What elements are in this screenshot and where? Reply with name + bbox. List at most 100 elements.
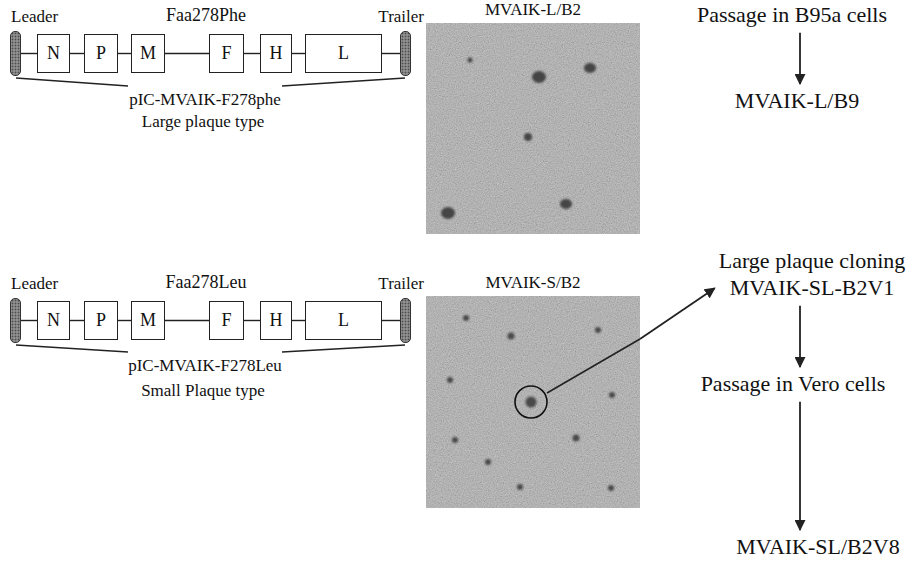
terminal-cap: Trailer: [400, 31, 411, 76]
plaque-photo: MVAIK-S/B2: [426, 296, 640, 508]
plaque: [584, 63, 596, 73]
node-text: F: [221, 310, 231, 331]
plaque: [560, 199, 572, 209]
genome-line: [70, 53, 84, 54]
plaque: [595, 327, 601, 333]
genome-line: [21, 53, 37, 54]
gene-box: P: [84, 301, 118, 340]
plaque: [441, 207, 455, 219]
gene-box: F: [209, 34, 244, 73]
gene-box: N: [37, 301, 70, 340]
genome-line: [165, 53, 209, 54]
step-label: MVAIK-L/B9: [735, 88, 859, 115]
photo-grain: [426, 23, 640, 234]
plaque: [573, 435, 580, 442]
node-text: L: [338, 310, 349, 331]
genome-line: [244, 320, 260, 321]
node-text: F: [221, 43, 231, 64]
genome-line: [118, 53, 131, 54]
node-text: Trailer: [378, 274, 424, 294]
gene-box: L: [305, 34, 382, 73]
gene-box: P: [84, 34, 118, 73]
mutation-label: Faa278Phe: [165, 5, 247, 27]
bracket-line: [282, 345, 405, 352]
plaque: [468, 58, 473, 63]
gene-box: N: [37, 34, 70, 73]
bracket-line: [282, 78, 405, 86]
plaque: [447, 377, 453, 383]
step-label: Passage in Vero cells: [701, 371, 886, 398]
plaque: [524, 133, 532, 141]
gene-box: M: [131, 34, 165, 73]
node-text: H: [270, 43, 283, 64]
plaque: [609, 392, 615, 398]
node-text: H: [270, 310, 283, 331]
node-text: N: [47, 310, 60, 331]
plaque: [508, 333, 515, 340]
photo-ground: [426, 23, 640, 234]
plaque: [608, 485, 614, 491]
node-text: Passage in B95a cells: [697, 2, 887, 29]
plasmid-label: pIC-MVAIK-F278Leu: [128, 356, 282, 376]
photo-ground: [426, 296, 640, 508]
node-text: P: [96, 43, 106, 64]
bracket-lines: [16, 78, 405, 352]
plaques: [447, 315, 615, 491]
plaque: [532, 71, 546, 83]
genome-line: [70, 320, 84, 321]
bracket-line: [16, 78, 128, 86]
plasmid-label: pIC-MVAIK-F278phe: [129, 90, 281, 110]
leader-line: [547, 339, 640, 393]
genome-line: [382, 53, 400, 54]
genome-line: [292, 320, 305, 321]
genome-line: [382, 320, 400, 321]
plaques: [441, 58, 596, 220]
mutation-label: Faa278Leu: [165, 272, 248, 294]
flow-arrow: [799, 306, 801, 367]
plaque: [485, 459, 491, 465]
plasmid-label: Large plaque type: [142, 112, 264, 132]
bracket-line: [16, 345, 128, 352]
plaque: [452, 437, 458, 443]
plaque-photo-image: [426, 23, 640, 234]
terminal-cap: Leader: [10, 31, 21, 76]
node-text: Leader: [11, 7, 58, 27]
plaque: [517, 484, 523, 490]
plaque-photo-image: [426, 296, 640, 508]
genome-line: [292, 53, 305, 54]
node-text: MVAIK-L/B2: [485, 0, 581, 20]
node-text: Trailer: [378, 7, 424, 27]
terminal-cap: Leader: [10, 298, 21, 343]
flow-arrow: [799, 402, 801, 530]
plaque-photo: MVAIK-L/B2: [426, 23, 640, 234]
step-label: MVAIK-SL/B2V8: [736, 534, 899, 561]
gene-box: H: [260, 34, 292, 73]
plaque: [463, 315, 469, 321]
terminal-cap: Trailer: [400, 298, 411, 343]
plasmid-label: Small Plaque type: [141, 381, 265, 401]
node-text: M: [140, 43, 156, 64]
flow-arrow: [799, 33, 801, 84]
genome-line: [118, 320, 131, 321]
selection-circle: [515, 386, 547, 418]
node-text: MVAIK-L/B9: [735, 88, 859, 115]
genome-line: [244, 53, 260, 54]
step-label: Large plaque cloningMVAIK-SL-B2V1: [719, 248, 906, 302]
gene-box: M: [131, 301, 165, 340]
node-text: Large plaque cloning: [719, 248, 906, 275]
node-text: M: [140, 310, 156, 331]
node-text: L: [338, 43, 349, 64]
photo-grain: [426, 296, 640, 508]
step-label: Passage in B95a cells: [697, 2, 887, 29]
genome-line: [21, 320, 37, 321]
node-text: Passage in Vero cells: [701, 371, 886, 398]
flow-arrow: [640, 288, 715, 339]
node-text: MVAIK-SL/B2V8: [736, 534, 899, 561]
node-text: MVAIK-SL-B2V1: [719, 275, 906, 302]
plaque: [526, 397, 537, 408]
gene-box: H: [260, 301, 292, 340]
genome-line: [165, 320, 209, 321]
gene-box: F: [209, 301, 244, 340]
node-text: N: [47, 43, 60, 64]
